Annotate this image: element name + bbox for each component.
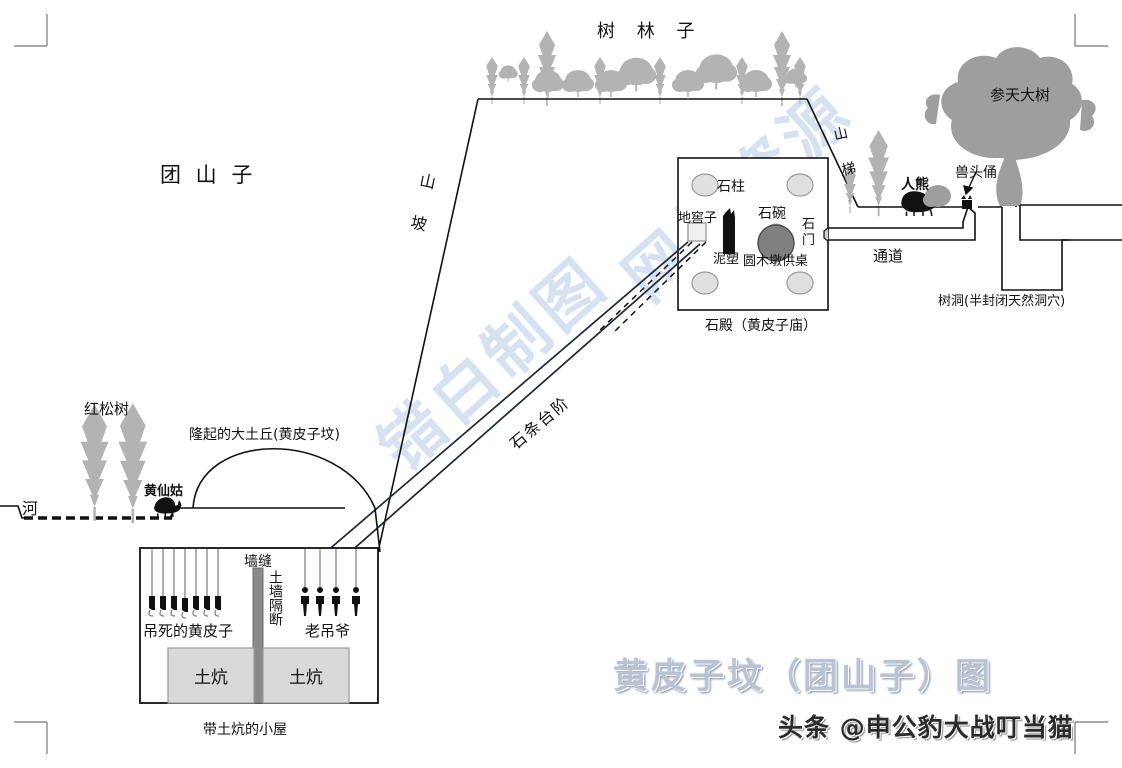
label-old-hanging-lord: 老吊爷 — [305, 622, 351, 640]
label-passage: 通道 — [873, 247, 904, 265]
red-pine-trees — [80, 403, 148, 524]
label-small-house-with-kang: 带土炕的小屋 — [203, 722, 287, 738]
cellar-square — [687, 222, 707, 242]
kang-left-rect — [167, 647, 255, 704]
stone-door-glyph — [823, 227, 829, 242]
log-altar-circle — [757, 224, 795, 262]
label-river: 河 — [22, 499, 39, 518]
bush — [923, 185, 951, 207]
crop-marks — [14, 14, 1108, 754]
label-hill-area: 团 山 子 — [160, 163, 257, 187]
label-red-pine: 红松树 — [84, 400, 130, 418]
earth-wall-partition-bar — [252, 567, 264, 704]
label-kang-left: 土炕 — [194, 668, 228, 688]
label-earth-wall-partition: 土墙隔断 — [267, 570, 283, 626]
stone-pillar-tl — [691, 173, 719, 197]
main-title: 黄皮子坟（团山子）图 — [613, 657, 994, 697]
hanged-weasels-group — [148, 549, 221, 619]
stone-pillar-tr — [786, 173, 814, 197]
attribution: 头条 @申公豹大战叮当猫 — [778, 713, 1074, 742]
label-big-tree: 参天大树 — [990, 86, 1051, 104]
label-man-bear: 人熊 — [901, 177, 929, 193]
house-box — [139, 547, 379, 704]
label-clay-sculpture: 泥塑 — [713, 252, 740, 267]
label-beast-head-figurine: 兽头俑 — [955, 165, 997, 181]
clay-sculpture-glyph — [723, 208, 735, 254]
passage-and-cave — [828, 204, 1122, 291]
label-log-altar-table: 圆木墩供桌 — [743, 254, 809, 269]
label-big-mound: 隆起的大土丘(黄皮子坟) — [189, 427, 340, 443]
label-cellar: 地窖子 — [678, 211, 718, 226]
kang-right-rect — [262, 647, 350, 704]
yellow-fairy-weasel — [154, 497, 182, 518]
label-wall-crack: 墙缝 — [244, 554, 272, 570]
stone-hall-box — [677, 157, 829, 311]
stone-pillar-bl — [691, 271, 719, 295]
label-yellow-fairy-lady: 黄仙姑 — [144, 484, 184, 499]
label-hanged-weasels: 吊死的黄皮子 — [143, 622, 234, 640]
beast-head-figurine-glyph — [961, 195, 972, 209]
label-forest: 树 林 子 — [597, 21, 703, 42]
label-stone-door-char2: 门 — [802, 233, 816, 248]
left-ground — [0, 447, 381, 553]
label-stone-hall: 石殿（黄皮子庙） — [705, 318, 817, 334]
label-stone-pillar: 石柱 — [717, 179, 745, 195]
label-stone-door-char1: 石 — [802, 217, 816, 232]
label-tree-hole: 树洞(半封闭天然洞穴) — [938, 294, 1066, 309]
label-stone-bowl: 石碗 — [758, 206, 786, 222]
figurine-arrow — [963, 171, 977, 196]
stone-pillar-br — [786, 271, 814, 295]
big-tree-silhouette — [924, 47, 1096, 206]
old-hanging-lord-group — [301, 549, 360, 616]
label-kang-right: 土炕 — [289, 668, 323, 688]
